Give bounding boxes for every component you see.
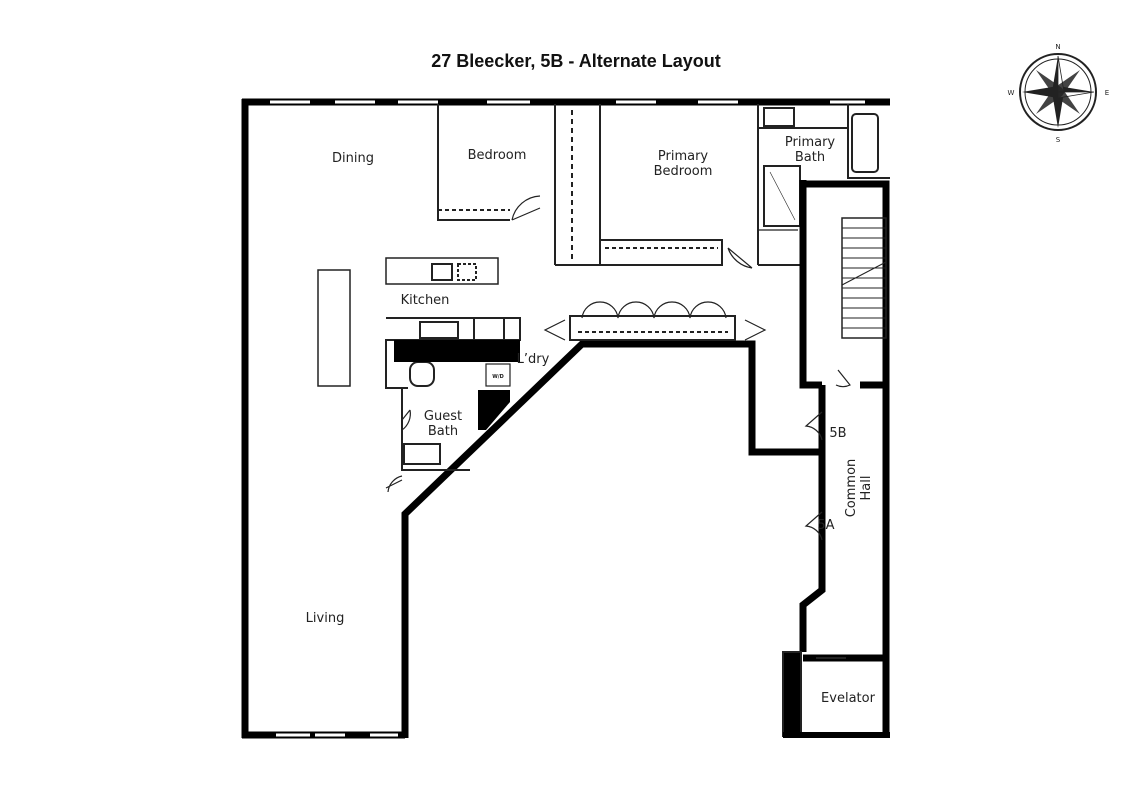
room-primary-bath-line2: Bath [795, 150, 825, 165]
room-laundry: L’dry [517, 352, 550, 367]
room-labels: Dining Bedroom Primary Bedroom Primary B… [306, 135, 876, 706]
room-elevator: Evelator [821, 691, 876, 706]
utility-chase [394, 340, 520, 430]
plan-title: 27 Bleecker, 5B - Alternate Layout [431, 51, 720, 71]
interior-walls [317, 104, 890, 738]
doors [385, 195, 851, 659]
compass-south: S [1056, 136, 1061, 144]
compass-west: W [1008, 89, 1015, 97]
washer-dryer-label: W/D [492, 374, 504, 380]
room-dining: Dining [332, 151, 374, 166]
exterior-walls [241, 98, 890, 739]
room-common-hall-line2: Hall [859, 476, 874, 501]
room-living: Living [306, 611, 345, 626]
room-bedroom: Bedroom [468, 148, 527, 163]
room-kitchen: Kitchen [401, 293, 450, 308]
room-common-hall-line1: Common [844, 459, 859, 518]
unit-5b-label: 5B [829, 426, 846, 441]
windows [270, 100, 865, 737]
compass-north: N [1055, 43, 1060, 51]
room-guest-bath-line2: Bath [428, 424, 458, 439]
room-primary-bedroom-line2: Bedroom [654, 164, 713, 179]
room-primary-bath-line1: Primary [785, 135, 836, 150]
compass-east: E [1105, 89, 1109, 97]
unit-5a-label: 5A [817, 518, 834, 533]
room-guest-bath-line1: Guest [424, 409, 462, 424]
compass-rose-icon: N S E W [1008, 43, 1110, 144]
washer-dryer-icon: W/D [485, 363, 511, 387]
room-primary-bedroom-line1: Primary [658, 149, 709, 164]
